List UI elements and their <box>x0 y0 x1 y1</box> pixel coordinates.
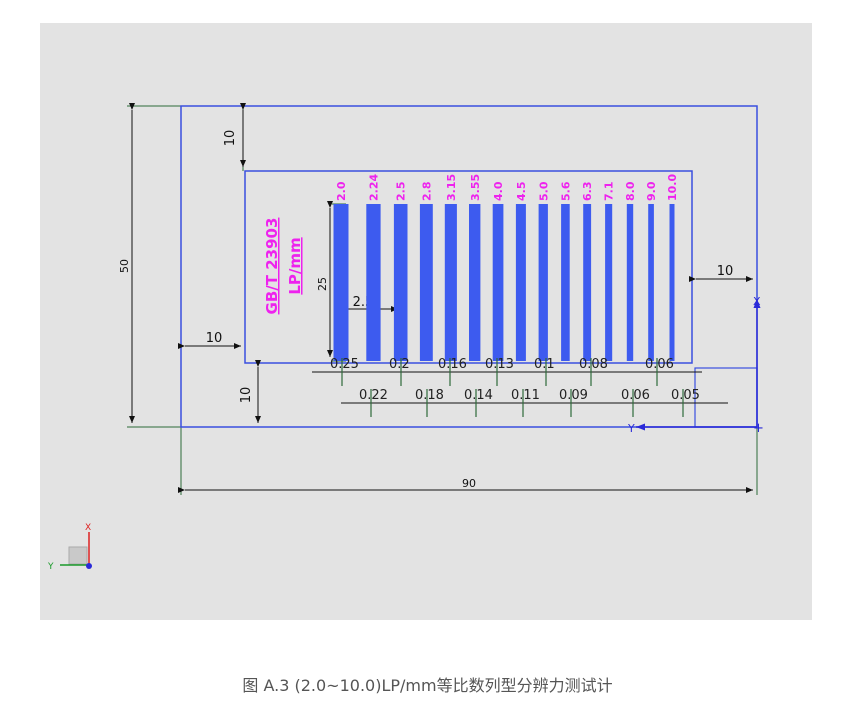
cad-viewport[interactable]: 50 90 10 10 10 10 25 2.5 GB/T 23903 LP/m… <box>40 23 812 620</box>
frequency-label-10.0: 10.0 <box>666 174 679 201</box>
dim-top-margin: 10 <box>223 130 238 147</box>
frequency-label-group: 2.0 2.24 2.5 2.8 3.15 3.55 4.0 4.5 5.0 5.6 6.3 7.1 8… <box>335 174 679 201</box>
plate-x-axis-label: X <box>753 295 761 308</box>
frequency-label-8.0: 8.0 <box>624 181 637 201</box>
frequency-label-2.8: 2.8 <box>420 182 433 202</box>
resolution-bar-8.0 <box>626 204 634 361</box>
triad-y-label: Y <box>47 562 54 572</box>
width-label-row1-3: 0.13 <box>485 357 514 372</box>
width-label-row1-4: 0.1 <box>534 357 555 372</box>
plate-y-axis-label: Y <box>627 422 635 435</box>
width-row-2: 0.22 0.18 0.14 0.11 0.09 0.06 0.05 <box>341 388 728 417</box>
resolution-bar-3.55 <box>469 204 481 361</box>
dimension-lines <box>129 103 753 493</box>
resolution-bar-5.0 <box>538 204 548 361</box>
frequency-label-6.3: 6.3 <box>581 182 594 202</box>
standard-label: GB/T 23903 <box>263 218 281 315</box>
resolution-bar-5.6 <box>561 204 570 361</box>
resolution-bar-6.3 <box>583 204 592 361</box>
frequency-label-5.0: 5.0 <box>537 181 550 201</box>
plate-axes: X Y + <box>627 295 764 436</box>
dim-outer-width: 90 <box>462 477 476 490</box>
frequency-label-9.0: 9.0 <box>645 181 658 201</box>
figure-caption: 图 A.3 (2.0~10.0)LP/mm等比数列型分辨力测试计 <box>242 676 613 695</box>
width-label-row1-0: 0.25 <box>330 357 359 372</box>
frequency-label-2.24: 2.24 <box>368 174 381 201</box>
frequency-label-4.5: 4.5 <box>515 182 528 202</box>
extension-lines <box>127 105 758 495</box>
width-label-row2-3: 0.11 <box>511 388 540 403</box>
width-label-row2-4: 0.09 <box>559 388 588 403</box>
dim-bottom-margin: 10 <box>239 387 254 404</box>
frequency-label-4.0: 4.0 <box>492 181 505 201</box>
width-label-row2-0: 0.22 <box>359 388 388 403</box>
width-label-row2-5: 0.06 <box>621 388 650 403</box>
frequency-label-2.0: 2.0 <box>335 181 348 201</box>
width-row-1: 0.25 0.2 0.16 0.13 0.1 0.08 0.06 <box>312 357 702 386</box>
width-label-row1-2: 0.16 <box>438 357 467 372</box>
width-label-row2-2: 0.14 <box>464 388 493 403</box>
resolution-bar-4.5 <box>515 204 526 361</box>
resolution-bar-3.15 <box>444 204 457 361</box>
frequency-label-7.1: 7.1 <box>603 182 616 202</box>
resolution-bar-2.0 <box>333 204 349 361</box>
width-label-row2-6: 0.05 <box>671 388 700 403</box>
corner-rect <box>694 367 758 428</box>
outer-plate[interactable] <box>180 105 758 428</box>
resolution-bar-9.0 <box>648 204 654 361</box>
frequency-label-3.15: 3.15 <box>445 174 458 201</box>
frequency-label-5.6: 5.6 <box>559 181 572 201</box>
resolution-bar-2.24 <box>366 204 381 361</box>
bar-group <box>333 204 675 361</box>
target-area[interactable] <box>244 170 693 364</box>
width-label-row1-5: 0.08 <box>579 357 608 372</box>
width-label-row1-1: 0.2 <box>389 357 410 372</box>
origin-marker: + <box>753 421 764 436</box>
dim-outer-height: 50 <box>118 259 131 273</box>
technical-drawing: 50 90 10 10 10 10 25 2.5 GB/T 23903 LP/m… <box>47 103 764 572</box>
resolution-bar-10.0 <box>669 204 675 361</box>
frequency-label-3.55: 3.55 <box>469 174 482 201</box>
frequency-label-2.5: 2.5 <box>395 182 408 202</box>
width-label-row1-6: 0.06 <box>645 357 674 372</box>
resolution-bar-2.8 <box>419 204 433 361</box>
resolution-bar-7.1 <box>605 204 613 361</box>
unit-label: LP/mm <box>286 237 304 294</box>
dim-bar-height: 25 <box>316 277 329 291</box>
resolution-bar-2.5 <box>393 204 408 361</box>
width-label-row2-1: 0.18 <box>415 388 444 403</box>
triad-x-label: X <box>85 523 91 533</box>
view-triad-icon: X Y <box>47 523 92 572</box>
resolution-bar-4.0 <box>492 204 504 361</box>
dim-left-margin: 10 <box>206 331 223 346</box>
dim-right-margin: 10 <box>717 264 734 279</box>
